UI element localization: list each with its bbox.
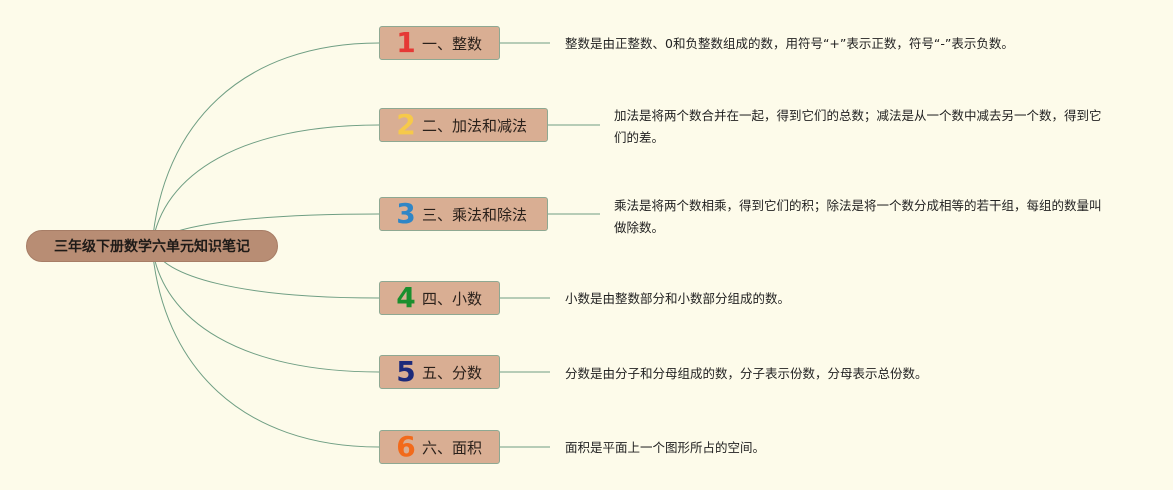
branch-addition-subtraction[interactable]: 2 二、加法和减法 xyxy=(379,108,548,142)
description-fractions: 分数是由分子和分母组成的数，分子表示份数，分母表示总份数。 xyxy=(565,366,928,381)
root-title: 三年级下册数学六单元知识笔记 xyxy=(54,239,250,255)
root-node[interactable]: 三年级下册数学六单元知识笔记 xyxy=(26,230,278,262)
branch-label: 三、乘法和除法 xyxy=(422,205,528,224)
branch-label: 一、整数 xyxy=(422,34,483,53)
connector-curve-5 xyxy=(151,245,380,373)
branch-label: 四、小数 xyxy=(422,289,483,308)
description-area: 面积是平面上一个图形所占的空间。 xyxy=(565,440,766,455)
branch-multiplication-division[interactable]: 3 三、乘法和除法 xyxy=(379,197,548,231)
number-1-icon: 1 xyxy=(396,26,416,59)
branch-area[interactable]: 6 六、面积 xyxy=(379,430,500,464)
connector-curve-6 xyxy=(151,245,380,448)
description-decimals: 小数是由整数部分和小数部分组成的数。 xyxy=(565,291,791,306)
branch-decimals[interactable]: 4 四、小数 xyxy=(379,281,500,315)
branch-label: 六、面积 xyxy=(422,438,483,457)
connector-curve-2 xyxy=(151,124,380,247)
description-integers: 整数是由正整数、0和负整数组成的数，用符号“+”表示正数，符号“-”表示负数。 xyxy=(565,36,1014,51)
number-2-icon: 2 xyxy=(396,108,416,141)
number-4-icon: 4 xyxy=(396,281,416,314)
branch-label: 二、加法和减法 xyxy=(422,116,528,135)
branch-integers[interactable]: 1 一、整数 xyxy=(379,26,500,60)
branch-fractions[interactable]: 5 五、分数 xyxy=(379,355,500,389)
description-multiplication-division: 乘法是将两个数相乘，得到它们的积；除法是将一个数分成相等的若干组，每组的数量叫做… xyxy=(614,198,1102,235)
number-5-icon: 5 xyxy=(396,355,416,388)
description-addition-subtraction: 加法是将两个数合并在一起，得到它们的总数；减法是从一个数中减去另一个数，得到它们… xyxy=(614,108,1102,145)
branch-label: 五、分数 xyxy=(422,363,483,382)
connector-curve-1 xyxy=(151,42,380,247)
number-3-icon: 3 xyxy=(396,197,416,230)
number-6-icon: 6 xyxy=(396,430,416,463)
